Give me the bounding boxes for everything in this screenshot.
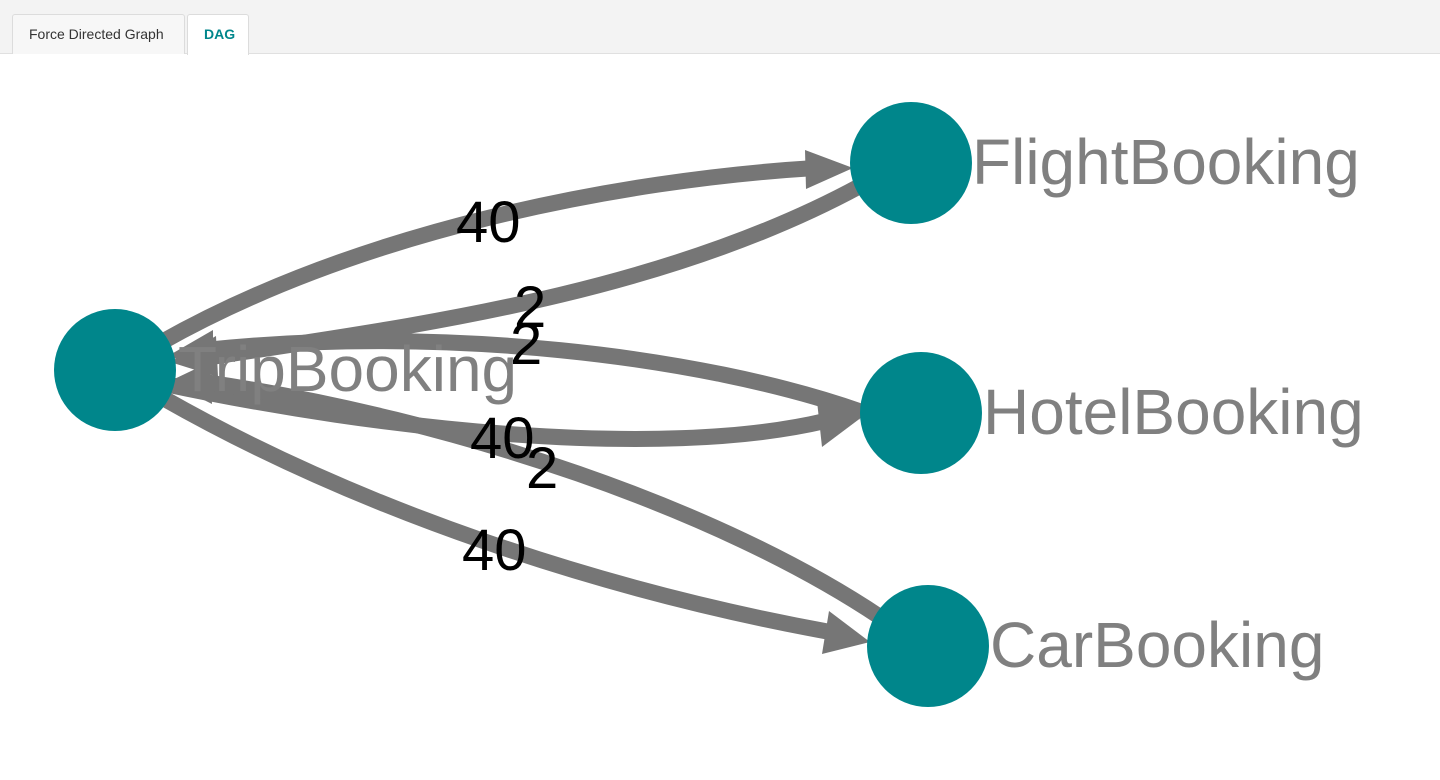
node-hotelbooking[interactable] (860, 352, 982, 474)
edge-labels-layer: 40 2 40 2 40 2 (456, 190, 558, 583)
edge-car-to-trip-arrow (168, 362, 212, 404)
node-carbooking[interactable] (867, 585, 989, 707)
edge-label-car-to-trip: 2 (526, 436, 558, 501)
edge-label-trip-to-car: 40 (462, 518, 527, 583)
dag-graph: 40 2 40 2 40 2 TripBooking FlightBooking… (54, 102, 1364, 707)
edge-trip-to-hotel[interactable] (163, 376, 827, 447)
nodes-layer (54, 102, 989, 707)
edge-trip-to-hotel-arrow (817, 401, 862, 447)
node-labels-layer: TripBooking FlightBooking HotelBooking C… (178, 126, 1364, 681)
edge-trip-to-flight[interactable] (156, 160, 816, 350)
node-label-hotelbooking: HotelBooking (983, 376, 1364, 448)
edge-label-trip-to-hotel: 40 (470, 406, 535, 471)
edge-trip-to-flight-arrow (805, 150, 853, 189)
edge-hotel-to-trip[interactable] (204, 333, 865, 420)
node-label-tripbooking: TripBooking (178, 333, 517, 405)
node-label-carbooking: CarBooking (990, 609, 1324, 681)
edge-hotel-to-trip-arrow (168, 330, 213, 372)
edge-label-flight-to-trip: 2 (514, 275, 546, 340)
edge-trip-to-car-arrow (822, 611, 870, 654)
tab-dag[interactable]: DAG (187, 14, 249, 55)
edge-label-trip-to-flight: 40 (456, 190, 521, 255)
edge-car-to-trip[interactable] (203, 374, 885, 624)
node-tripbooking[interactable] (54, 309, 176, 431)
edge-label-hotel-to-trip: 2 (510, 312, 542, 377)
tab-bar: Force Directed Graph DAG (0, 0, 1440, 55)
node-label-flightbooking: FlightBooking (972, 126, 1360, 198)
tab-force-directed-graph[interactable]: Force Directed Graph (12, 14, 185, 54)
node-flightbooking[interactable] (850, 102, 972, 224)
edge-trip-to-car[interactable] (159, 391, 832, 640)
edges-layer (156, 150, 885, 654)
